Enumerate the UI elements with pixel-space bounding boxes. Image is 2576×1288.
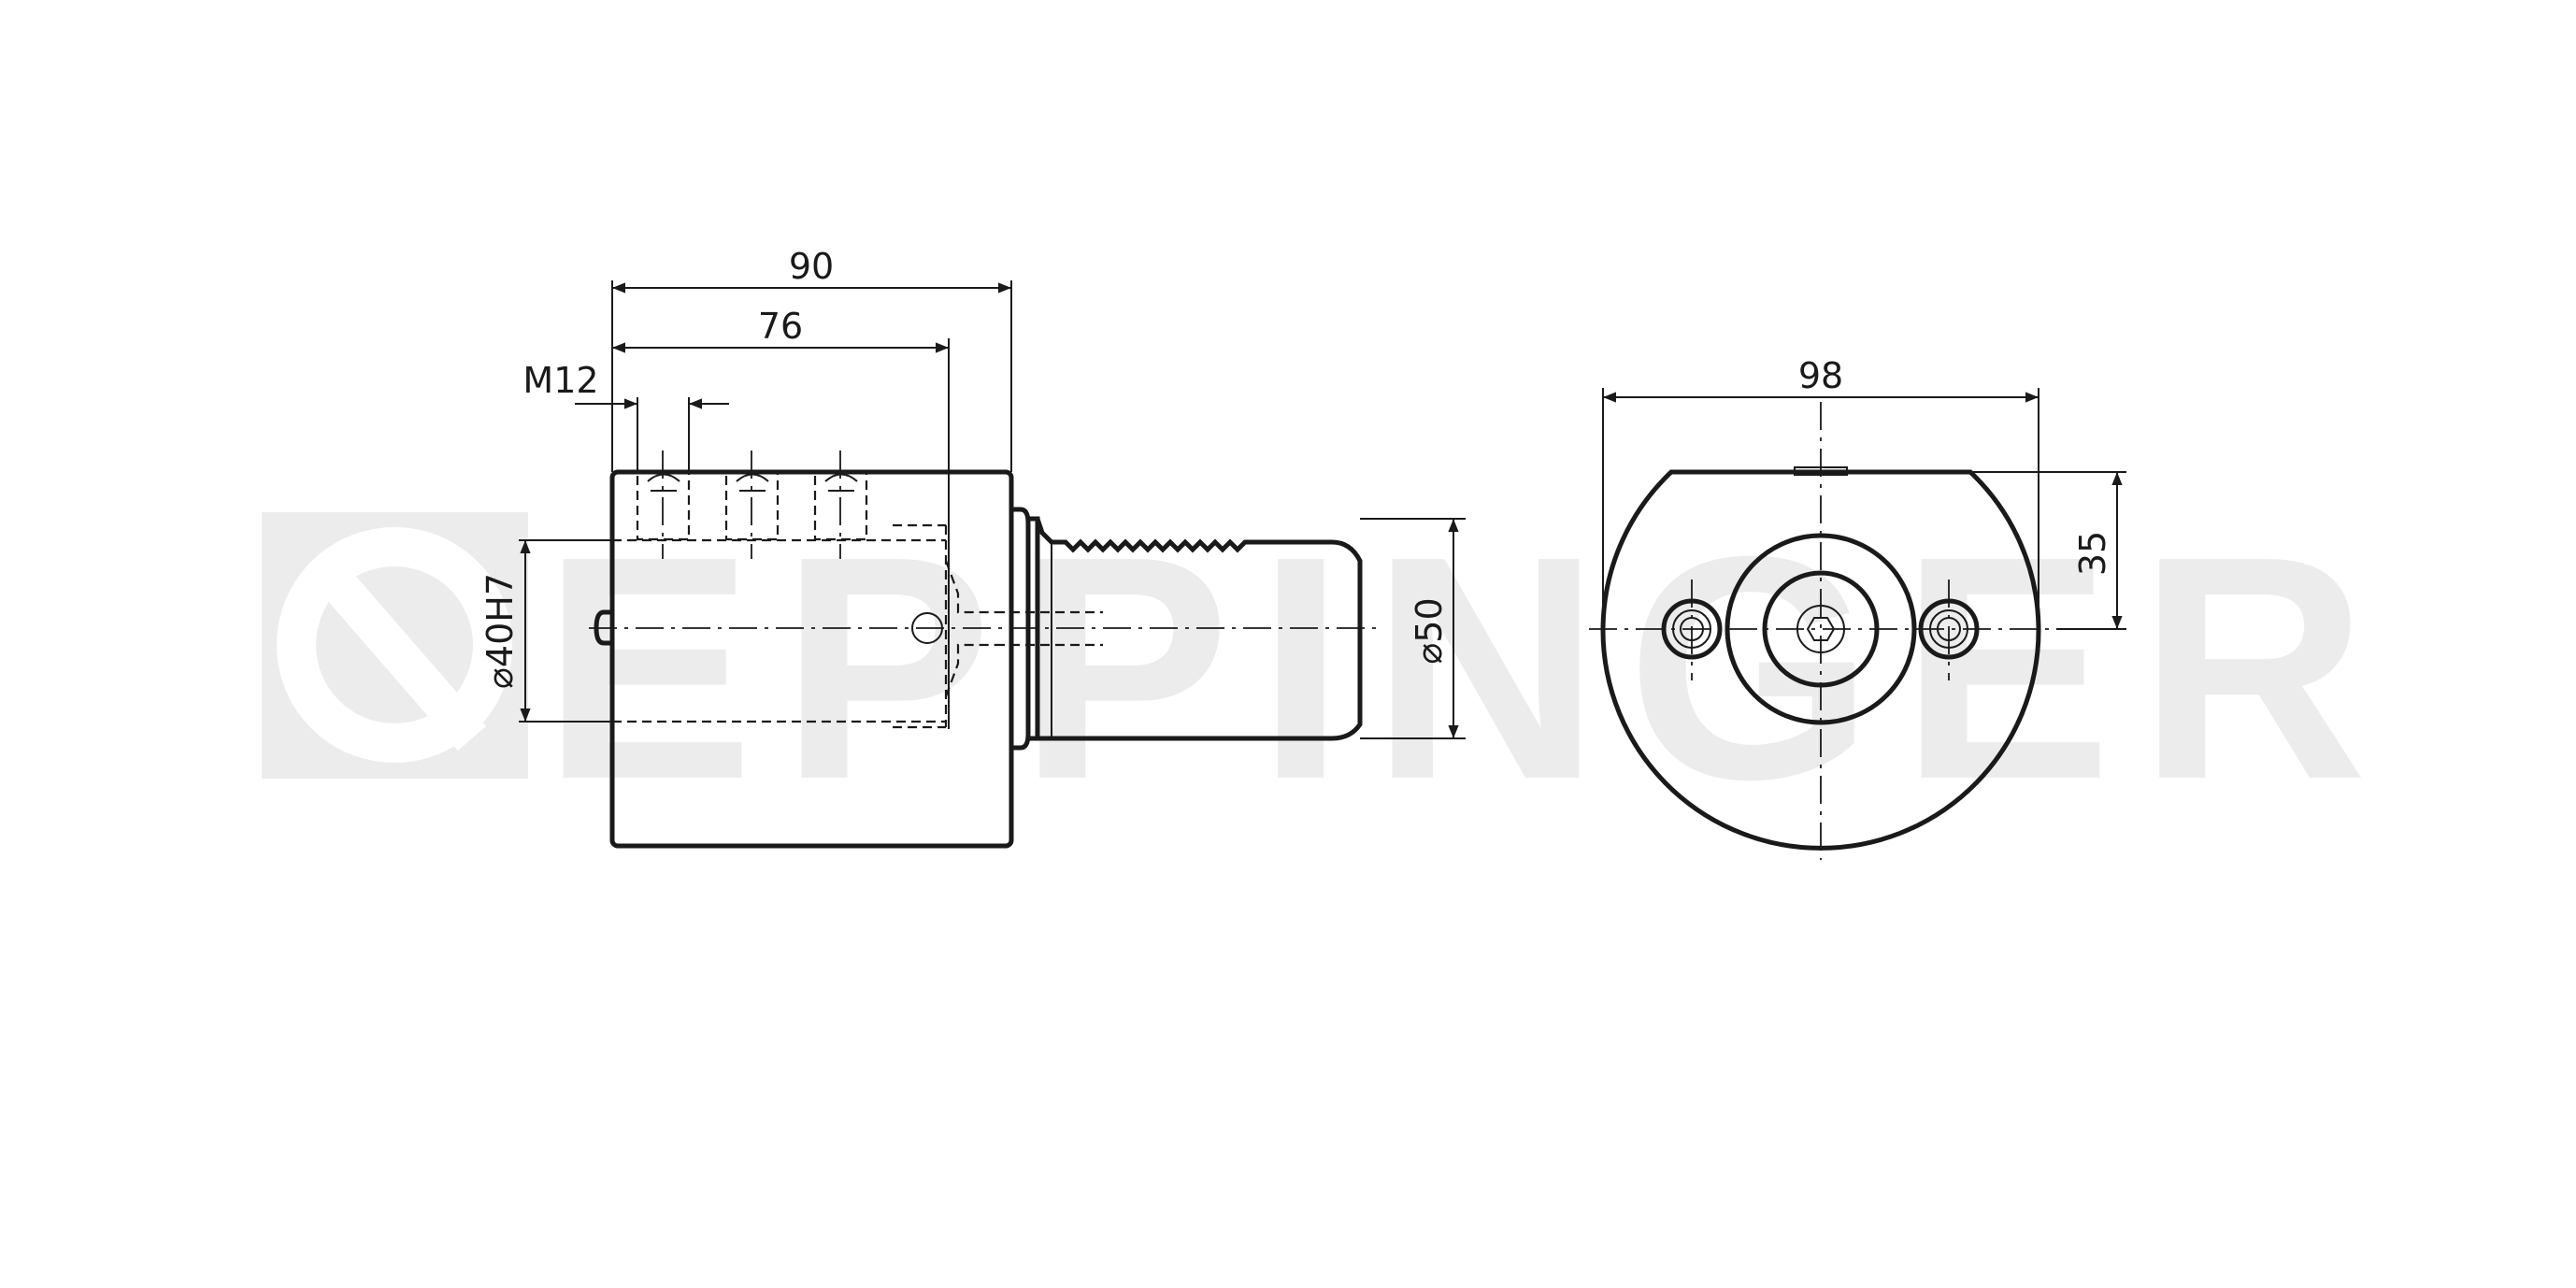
side-view: 90 76 M12 ⌀40H7 ⌀50 — [479, 246, 1466, 849]
hub-outer — [1724, 533, 1917, 725]
screw-2 — [724, 451, 780, 559]
screw-3 — [813, 451, 868, 559]
dim-bore-label: ⌀40H7 — [479, 573, 521, 689]
front-view: 98 35 — [1589, 355, 2126, 860]
dim-bore: ⌀40H7 — [479, 539, 612, 723]
hub-hex-socket — [1806, 617, 1836, 641]
holder-body — [609, 469, 1014, 849]
clamping-screws — [636, 451, 868, 559]
dim-shank: ⌀50 — [1360, 518, 1466, 739]
dim-height-offset-label: 35 — [2072, 531, 2113, 576]
dim-thread-label: M12 — [522, 360, 598, 401]
dim-shank-label: ⌀50 — [1409, 597, 1450, 664]
dim-body-length-label: 76 — [758, 306, 803, 347]
dim-width: 98 — [1602, 355, 2039, 629]
dim-overall-length-label: 90 — [789, 246, 834, 287]
dim-height-offset: 35 — [1970, 471, 2126, 630]
dim-body-length: 76 — [612, 306, 950, 729]
watermark-text: EPPINGER — [542, 491, 2394, 846]
watermark-logo-slash — [303, 548, 487, 751]
dim-overall-length: 90 — [611, 246, 1012, 472]
watermark-logo-ring — [277, 527, 512, 763]
dim-thread: M12 — [522, 360, 729, 472]
serrated-shank — [1035, 518, 1363, 741]
hidden-bore — [612, 523, 1103, 729]
screw-1 — [636, 451, 691, 559]
dim-width-label: 98 — [1798, 355, 1843, 396]
